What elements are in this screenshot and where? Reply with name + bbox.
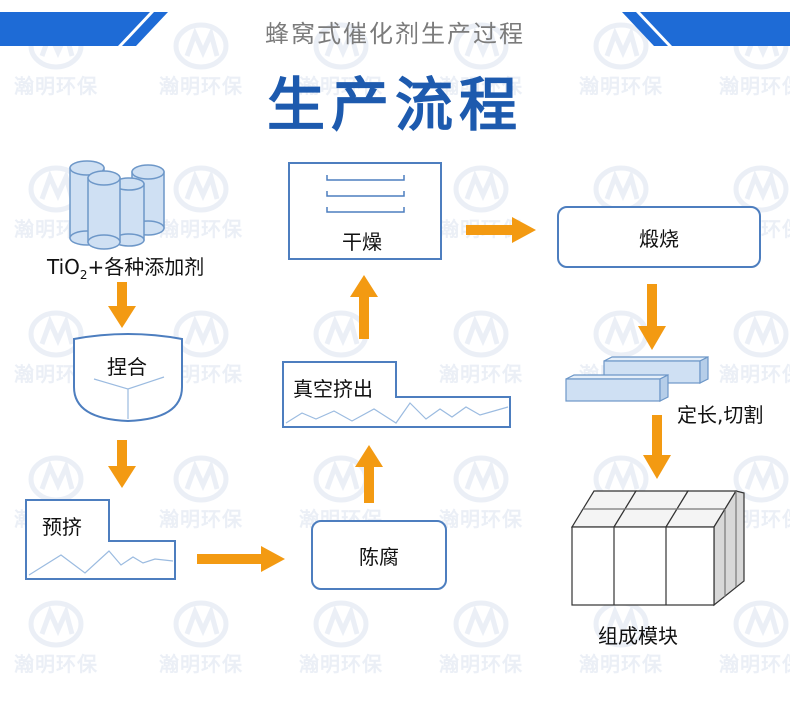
watermark-text: 瀚明环保 bbox=[439, 507, 523, 531]
page-subtitle: 蜂窝式催化剂生产过程 bbox=[265, 20, 525, 48]
page-title: 生产流程 bbox=[266, 71, 523, 139]
watermark: 瀚明环保 bbox=[435, 600, 527, 682]
drying-shelves-icon bbox=[326, 175, 405, 213]
hm-logo-icon bbox=[313, 600, 369, 648]
watermark: 瀚明环保 bbox=[715, 600, 790, 682]
watermark-text: 瀚明环保 bbox=[579, 652, 663, 676]
watermark: 瀚明环保 bbox=[155, 600, 247, 682]
watermark: 瀚明环保 bbox=[715, 310, 790, 392]
calcination-box: 煅烧 bbox=[557, 206, 761, 268]
hm-logo-icon bbox=[453, 455, 509, 503]
cutting-label: 定长,切割 bbox=[677, 403, 764, 427]
arrow-up-2 bbox=[350, 275, 378, 339]
pre-extrusion-shape bbox=[25, 499, 176, 580]
watermark-text: 瀚明环保 bbox=[159, 652, 243, 676]
cut-bars-icon bbox=[565, 356, 709, 402]
hm-logo-icon bbox=[173, 165, 229, 213]
hm-logo-icon bbox=[453, 600, 509, 648]
hm-logo-icon bbox=[173, 600, 229, 648]
hm-logo-icon bbox=[453, 165, 509, 213]
drying-label: 干燥 bbox=[342, 230, 382, 254]
calcination-label: 煅烧 bbox=[639, 226, 679, 251]
hm-logo-icon bbox=[28, 455, 84, 503]
hm-logo-icon bbox=[173, 455, 229, 503]
kneading-label: 捏合 bbox=[107, 355, 147, 379]
watermark: 瀚明环保 bbox=[435, 455, 527, 537]
aging-box: 陈腐 bbox=[311, 520, 447, 590]
watermark: 瀚明环保 bbox=[295, 600, 387, 682]
arrow-down-3 bbox=[638, 284, 666, 350]
header-band-right bbox=[622, 12, 790, 46]
watermark-text: 瀚明环保 bbox=[299, 652, 383, 676]
hm-logo-icon bbox=[733, 310, 789, 358]
kneading-bowl-shape bbox=[73, 333, 183, 423]
arrow-right-2 bbox=[466, 217, 536, 243]
vacuum-extrusion-shape bbox=[282, 361, 511, 428]
drying-box: 干燥 bbox=[288, 162, 442, 260]
pre-extrusion-label: 预挤 bbox=[42, 515, 82, 539]
watermark: 瀚明环保 bbox=[10, 600, 102, 682]
vacuum-extrusion-label: 真空挤出 bbox=[293, 377, 373, 401]
aging-label: 陈腐 bbox=[359, 544, 399, 569]
watermark-text: 瀚明环保 bbox=[14, 652, 98, 676]
arrow-down-2 bbox=[108, 440, 136, 488]
watermark-text: 瀚明环保 bbox=[719, 362, 790, 386]
hm-logo-icon bbox=[453, 310, 509, 358]
module-blocks-icon bbox=[570, 490, 745, 607]
arrow-up-1 bbox=[355, 445, 383, 503]
hm-logo-icon bbox=[733, 600, 789, 648]
powder-cylinders-icon bbox=[69, 160, 165, 250]
module-label: 组成模块 bbox=[598, 624, 678, 648]
watermark-text: 瀚明环保 bbox=[439, 652, 523, 676]
arrow-right-1 bbox=[197, 546, 285, 572]
raw-materials-label: TiO2+各种添加剂 bbox=[47, 255, 205, 282]
arrow-down-4 bbox=[643, 415, 671, 479]
watermark-text: 瀚明环保 bbox=[719, 652, 790, 676]
hm-logo-icon bbox=[28, 600, 84, 648]
header-band-left bbox=[0, 12, 168, 46]
arrow-down-1 bbox=[108, 282, 136, 328]
